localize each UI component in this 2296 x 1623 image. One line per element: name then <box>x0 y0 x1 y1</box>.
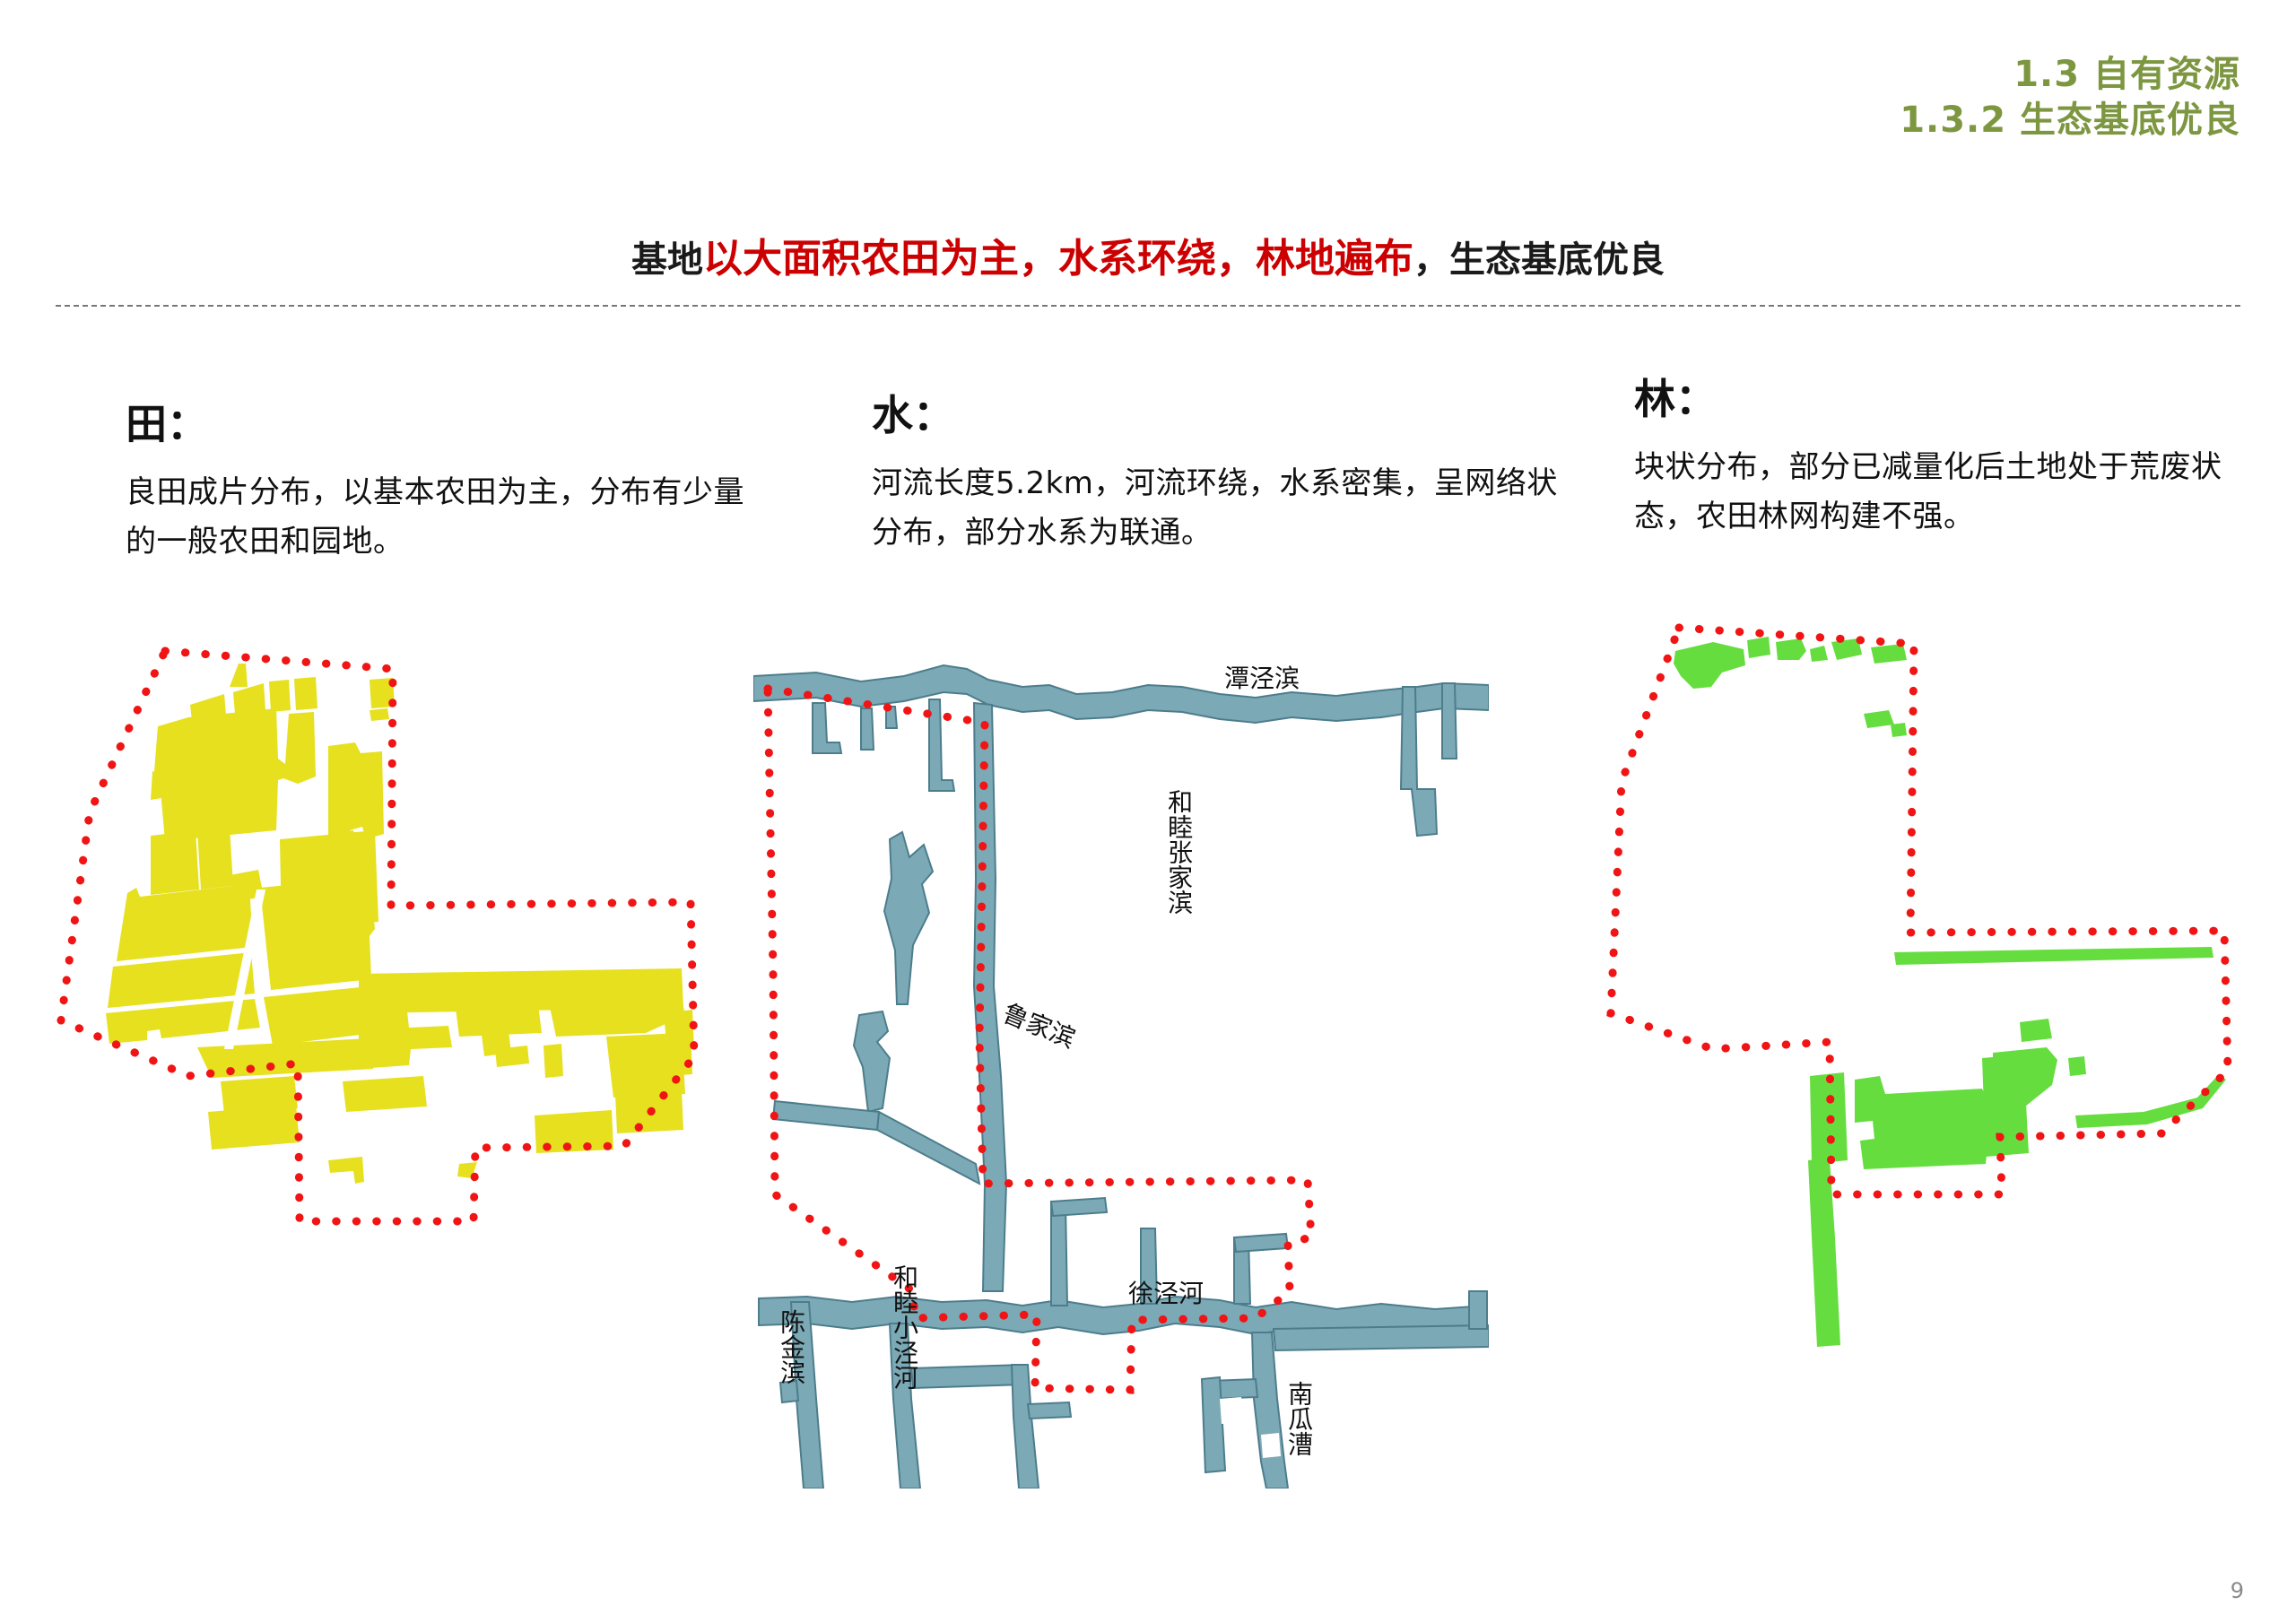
water-label-hemuzhangjiabin: 和睦张家滨 <box>1164 789 1195 915</box>
water-label-nanguacao: 南瓜漕 <box>1284 1381 1315 1456</box>
column-forest-body: 块状分布，部分已减量化后土地处于荒废状态，农田林网构建不强。 <box>1634 449 2222 535</box>
title-emphasis: 以大面积农田为主，水系环绕，林地遍布 <box>703 236 1413 282</box>
water-label-xujinghe: 徐泾河 <box>1128 1279 1205 1308</box>
site-boundary-forest <box>1606 623 2232 1199</box>
column-water-body: 河流长度5.2km，河流环绕，水系密集，呈网络状分布，部分水系为联通。 <box>872 465 1558 551</box>
column-forest-text: 林： 块状分布，部分已减量化后土地处于荒废状态，农田林网构建不强。 <box>1634 378 2262 542</box>
map-water: 潭泾滨 和睦张家滨 鲁家滨 陈金滨 和睦小泾河 徐泾河 南瓜漕 <box>753 610 1489 1488</box>
column-farmland-text: 田： 良田成片分布，以基本农田为主，分布有少量的一般农田和园地。 <box>126 404 744 567</box>
column-farmland-heading: 田： <box>126 400 208 448</box>
section-number-secondary: 1.3.2 生态基底优良 <box>1900 100 2240 142</box>
map-forest <box>1605 610 2287 1444</box>
water-label-tanjingbin: 潭泾滨 <box>1224 664 1300 693</box>
title-divider <box>56 305 2240 307</box>
site-boundary-farmland <box>57 647 699 1226</box>
title-prefix: 基地 <box>631 239 703 281</box>
page-number: 9 <box>2230 1578 2244 1603</box>
farmland-parcels <box>106 664 694 1184</box>
column-forest-heading: 林： <box>1634 375 1717 423</box>
column-water-text: 水： 河流长度5.2km，河流环绕，水系密集，呈网络状分布，部分水系为联通。 <box>872 395 1580 558</box>
water-label-hemuxiaojinghe: 和睦小泾河 <box>890 1264 920 1390</box>
water-label-chenjinbin: 陈金滨 <box>777 1309 807 1384</box>
section-header: 1.3 自有资源 1.3.2 生态基底优良 <box>1900 52 2240 143</box>
column-farmland-body: 良田成片分布，以基本农田为主，分布有少量的一般农田和园地。 <box>126 474 744 560</box>
section-number-primary: 1.3 自有资源 <box>2013 54 2240 95</box>
map-farmland <box>54 628 718 1435</box>
title-suffix: ，生态基底优良 <box>1413 239 1665 281</box>
forest-patches <box>1674 637 2226 1347</box>
column-water-heading: 水： <box>872 391 954 439</box>
site-boundary-water <box>763 683 1316 1394</box>
water-network <box>753 664 1489 1488</box>
page-title: 基地以大面积农田为主，水系环绕，林地遍布，生态基底优良 <box>0 226 2296 283</box>
